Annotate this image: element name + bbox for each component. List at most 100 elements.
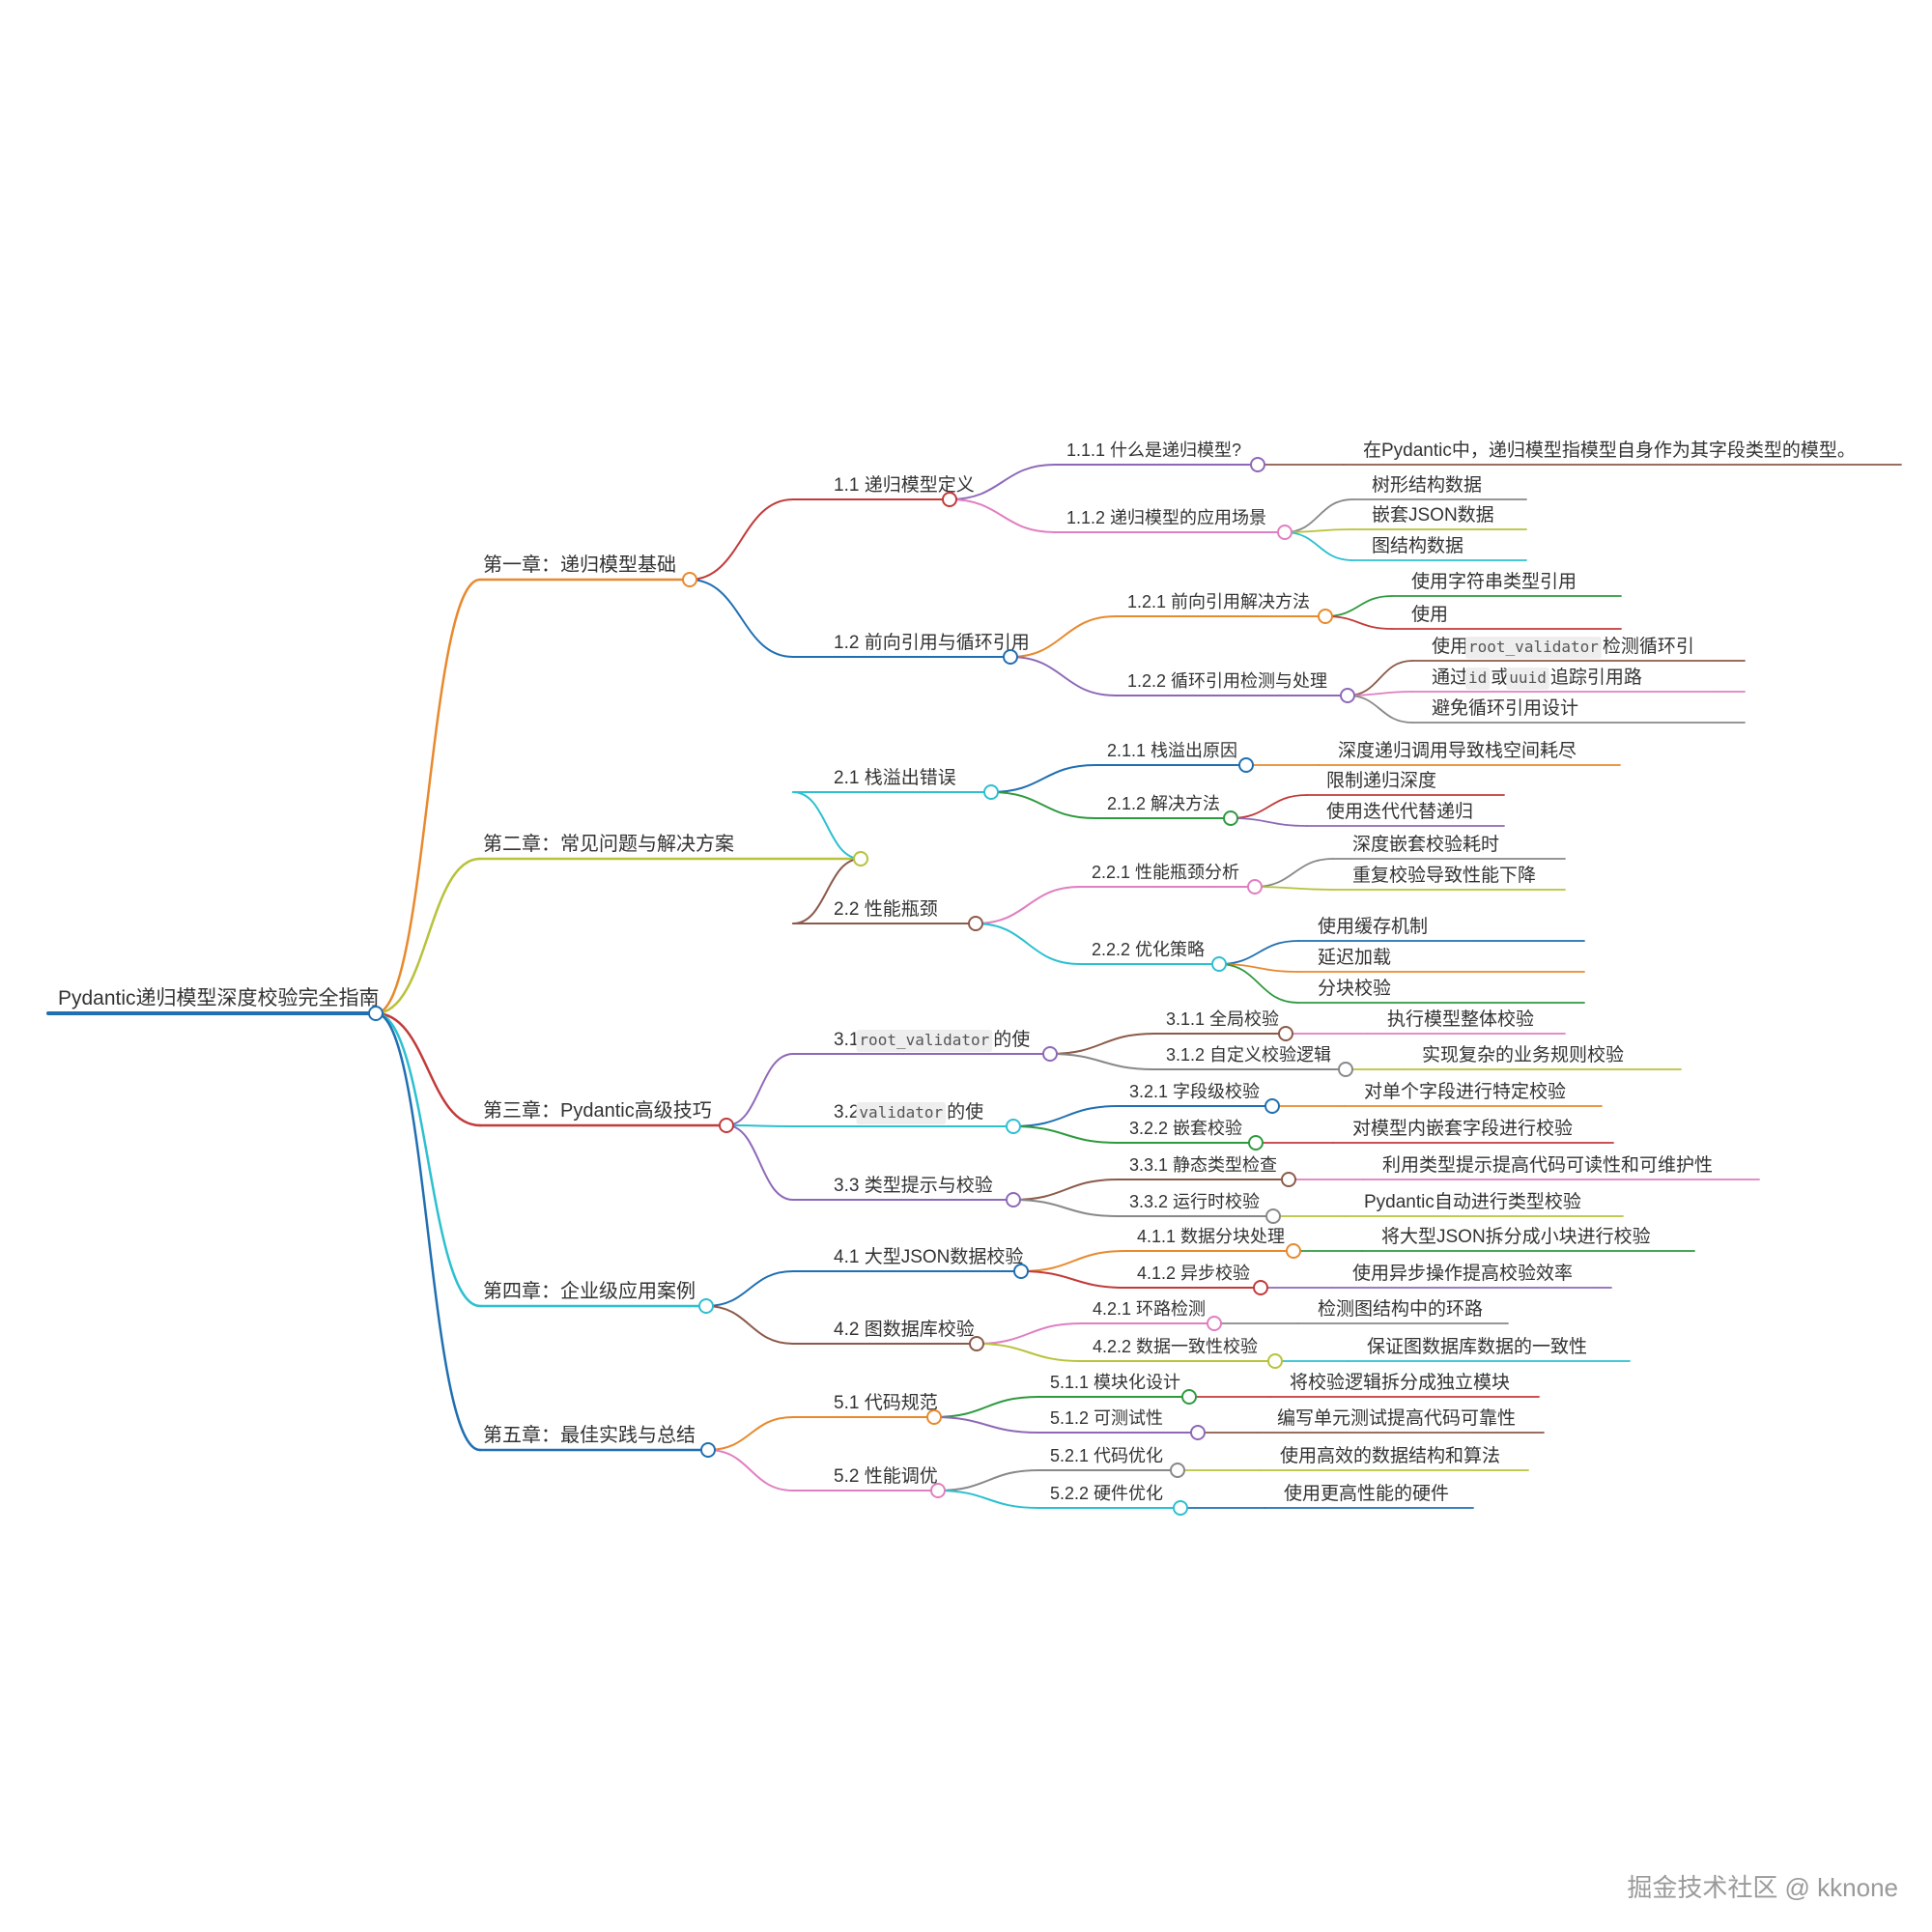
chapter-link: [374, 1011, 482, 1127]
inline-code-bg: [856, 1102, 947, 1124]
subsection-title: 5.1.1 模块化设计: [1050, 1373, 1180, 1392]
subsection-link: [937, 1469, 1039, 1492]
subsection-link: [949, 498, 1056, 533]
leaf-text: 重复校验导致性能下降: [1352, 865, 1536, 886]
chapter-title: 第一章：递归模型基础: [483, 554, 676, 576]
section-toggle-dot[interactable]: [968, 916, 983, 931]
subsection-toggle-dot[interactable]: [1211, 956, 1227, 972]
subsection-toggle-dot[interactable]: [1340, 688, 1355, 703]
subsection-toggle-dot[interactable]: [1286, 1243, 1301, 1259]
label-part: 3.2: [834, 1102, 859, 1122]
chapter-title: 第二章：常见问题与解决方案: [483, 833, 734, 855]
section-toggle-dot[interactable]: [969, 1336, 984, 1351]
subsection-title: 3.1.1 全局校验: [1166, 1009, 1279, 1029]
inline-code-bg: [1465, 668, 1491, 690]
subsection-toggle-dot[interactable]: [1248, 1135, 1264, 1151]
subsection-toggle-dot[interactable]: [1190, 1425, 1206, 1440]
root-toggle-dot[interactable]: [368, 1006, 384, 1021]
leaf-link: [1218, 963, 1299, 973]
subsection-link: [949, 464, 1056, 500]
subsection-title: 2.2.1 性能瓶颈分析: [1092, 863, 1239, 882]
section-toggle-dot[interactable]: [1013, 1264, 1029, 1279]
subsection-title: 3.1.2 自定义校验逻辑: [1166, 1045, 1331, 1065]
subsection-title: 5.2.2 硬件优化: [1050, 1484, 1163, 1503]
chapter-toggle-dot[interactable]: [853, 851, 868, 867]
leaf-link: [1230, 794, 1308, 819]
section-toggle-dot[interactable]: [1042, 1046, 1058, 1062]
chapter-toggle-dot[interactable]: [682, 572, 697, 587]
subsection-toggle-dot[interactable]: [1247, 879, 1263, 895]
section-title: 3.1 root_validator 的使: [834, 1029, 1030, 1052]
root-title: Pydantic递归模型深度校验完全指南: [58, 987, 380, 1009]
leaf-text: Pydantic自动进行类型校验: [1364, 1191, 1581, 1212]
chapter-toggle-dot[interactable]: [700, 1442, 716, 1458]
subsection-toggle-dot[interactable]: [1250, 457, 1265, 472]
subsection-title: 1.1.2 递归模型的应用场景: [1066, 508, 1266, 527]
subsection-link: [1012, 1199, 1119, 1217]
subsection-toggle-dot[interactable]: [1223, 810, 1238, 826]
subsection-toggle-dot[interactable]: [1170, 1463, 1185, 1478]
section-link: [725, 1053, 794, 1126]
section-toggle-dot[interactable]: [942, 492, 957, 507]
leaf-link: [1218, 940, 1299, 965]
inline-code: id: [1468, 668, 1487, 687]
subsection-toggle-dot[interactable]: [1238, 757, 1254, 773]
subsection-toggle-dot[interactable]: [1265, 1208, 1281, 1224]
leaf-text: 使用: [1411, 604, 1448, 625]
subsection-toggle-dot[interactable]: [1278, 1026, 1293, 1041]
section-title: 3.2 validator 的使: [834, 1101, 983, 1124]
chapter-toggle-dot[interactable]: [719, 1118, 734, 1133]
leaf-text: 编写单元测试提高代码可靠性: [1277, 1407, 1516, 1429]
section-toggle-dot[interactable]: [1003, 649, 1018, 665]
subsection-title: 5.2.1 代码优化: [1050, 1446, 1163, 1465]
leaf-text: 分块校验: [1318, 978, 1391, 999]
subsection-title: 1.1.1 什么是递归模型?: [1066, 440, 1241, 460]
subsection-title: 4.1.1 数据分块处理: [1137, 1227, 1285, 1246]
subsection-toggle-dot[interactable]: [1277, 525, 1293, 540]
leaf-link: [1324, 615, 1393, 630]
subsection-toggle-dot[interactable]: [1267, 1353, 1283, 1369]
subsection-link: [1020, 1270, 1126, 1289]
section-toggle-dot[interactable]: [926, 1409, 942, 1425]
section-title: 2.2 性能瓶颈: [834, 898, 938, 920]
subsection-link: [990, 764, 1096, 793]
section-link: [725, 1124, 794, 1201]
leaf-text: 将大型JSON拆分成小块进行校验: [1381, 1226, 1651, 1247]
section-link: [705, 1270, 794, 1307]
leaf-text: 利用类型提示提高代码可读性和可维护性: [1382, 1154, 1713, 1176]
section-title: 4.1 大型JSON数据校验: [834, 1246, 1023, 1267]
subsection-link: [975, 886, 1081, 924]
subsection-toggle-dot[interactable]: [1264, 1098, 1280, 1114]
section-link: [707, 1416, 794, 1451]
section-toggle-dot[interactable]: [1006, 1192, 1021, 1208]
section-toggle-dot[interactable]: [930, 1483, 946, 1498]
section-link: [792, 791, 862, 860]
section-toggle-dot[interactable]: [983, 784, 999, 800]
section-title: 3.3 类型提示与校验: [834, 1175, 993, 1196]
label-part: 通过: [1432, 667, 1468, 688]
subsection-toggle-dot[interactable]: [1338, 1062, 1353, 1077]
leaf-text: 执行模型整体校验: [1387, 1009, 1534, 1030]
leaf-link: [1254, 858, 1334, 888]
section-toggle-dot[interactable]: [1006, 1119, 1021, 1134]
subsection-link: [1009, 615, 1117, 658]
mindmap-links: [46, 464, 1902, 1509]
section-link: [792, 858, 862, 924]
subsection-toggle-dot[interactable]: [1181, 1389, 1197, 1405]
chapter-link: [374, 578, 482, 1015]
leaf-text: 树形结构数据: [1372, 474, 1482, 496]
subsection-link: [1049, 1053, 1155, 1070]
chapter-title: 第五章：最佳实践与总结: [483, 1424, 696, 1446]
section-link: [707, 1449, 794, 1492]
subsection-toggle-dot[interactable]: [1207, 1316, 1222, 1331]
subsection-toggle-dot[interactable]: [1253, 1280, 1268, 1295]
leaf-text: 使用字符串类型引用: [1411, 571, 1577, 592]
subsection-link: [933, 1416, 1039, 1434]
inline-code: root_validator: [859, 1031, 989, 1049]
subsection-toggle-dot[interactable]: [1173, 1500, 1188, 1516]
subsection-toggle-dot[interactable]: [1318, 609, 1333, 624]
subsection-toggle-dot[interactable]: [1281, 1172, 1296, 1187]
leaf-text: 使用 root_validator 检测循环引: [1432, 636, 1694, 659]
chapter-toggle-dot[interactable]: [698, 1298, 714, 1314]
